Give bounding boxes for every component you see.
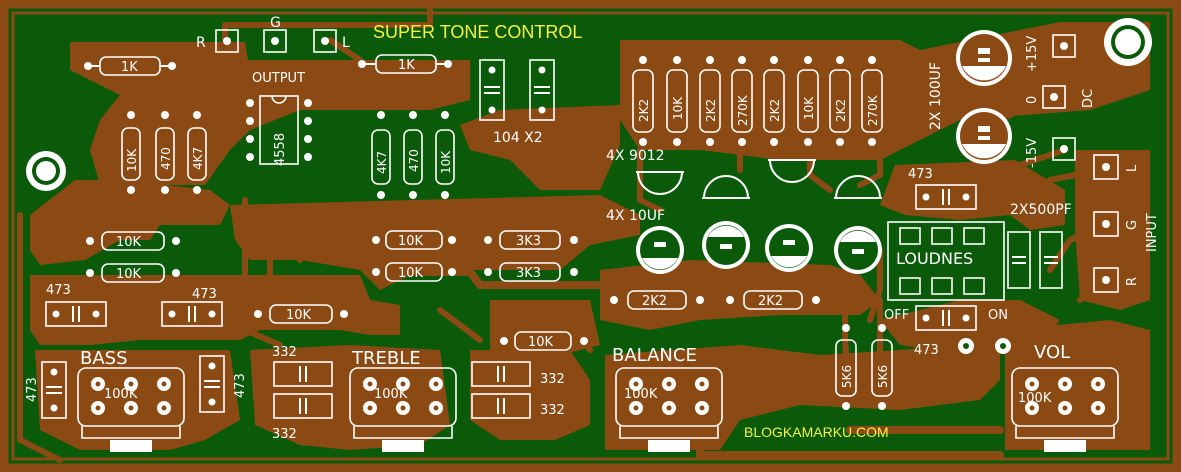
resistor-1k-right <box>358 54 452 74</box>
website-label: BLOGKAMARKU.COM <box>744 424 889 440</box>
label-c473-b: 473 <box>192 287 217 302</box>
label-r2k2-h1: 2K2 <box>642 294 667 309</box>
input-pads <box>1093 154 1119 293</box>
label-r4k7-a: 4K7 <box>191 147 205 170</box>
label-pot-treble: 100K <box>374 387 408 402</box>
label-r3k3-b: 3K3 <box>516 266 541 281</box>
label-r10k-d: 10K <box>802 96 816 120</box>
label-r1k-left: 1K <box>121 60 138 75</box>
label-balance: BALANCE <box>612 345 697 366</box>
label-r10k-h5: 10K <box>398 266 424 281</box>
resistors-left-vertical <box>121 111 207 194</box>
mounting-hole-left <box>26 151 66 191</box>
capacitors-332 <box>273 361 531 419</box>
label-off: OFF <box>884 308 909 323</box>
label-r470-a: 470 <box>159 147 173 170</box>
board-title: SUPER TONE CONTROL <box>373 22 582 42</box>
label-c10uf: 4X 10UF <box>606 208 665 224</box>
capacitors-104 <box>479 59 555 121</box>
label-ic: 4558 <box>273 133 288 166</box>
resistors-horizontal <box>86 230 820 351</box>
resistors-mid-vertical <box>371 111 455 199</box>
label-dc: DC <box>1081 89 1096 108</box>
label-bass: BASS <box>80 348 128 369</box>
label-pot-balance: 100K <box>624 387 658 402</box>
label-input: INPUT <box>1145 213 1160 252</box>
label-c473-d: 473 <box>233 373 248 398</box>
label-c500pf: 2X500PF <box>1010 202 1072 218</box>
resistor-1k-left <box>84 56 176 76</box>
label-c332-d: 332 <box>540 403 565 418</box>
label-c332-a: 332 <box>272 345 297 360</box>
label-r2k2-h2: 2K2 <box>758 294 783 309</box>
label-r10k-h3: 10K <box>286 308 312 323</box>
label-r10k-a: 10K <box>125 148 139 172</box>
label-r1k-right: 1K <box>398 58 415 73</box>
label-pot-vol: 100K <box>1018 391 1052 406</box>
label-vol: VOL <box>1034 342 1070 363</box>
resistors-5k6 <box>835 324 893 410</box>
label-cap104: 104 X2 <box>493 130 543 146</box>
label-on: ON <box>988 308 1008 323</box>
label-m15v: -15V <box>1025 138 1040 168</box>
label-r10k-b: 10K <box>439 150 453 174</box>
label-r2k7-a: 2K2 <box>704 99 718 122</box>
pot-treble <box>349 367 457 452</box>
output-pads <box>215 29 337 53</box>
label-c100uf: 2X 100UF <box>928 62 944 130</box>
label-c332-b: 332 <box>272 427 297 442</box>
pot-balance <box>615 367 723 452</box>
label-input-l: L <box>1125 164 1140 172</box>
label-r10k-c: 10K <box>671 96 685 120</box>
label-r10k-h2: 10K <box>116 267 142 282</box>
pot-bass <box>77 367 185 452</box>
label-q9012: 4X 9012 <box>606 148 665 164</box>
label-r10k-h6: 10K <box>528 335 554 350</box>
resistor-bank-right <box>632 56 883 146</box>
label-output-g: G <box>270 15 281 31</box>
label-p15v: +15V <box>1025 36 1040 72</box>
label-r2k2-a: 2K2 <box>637 99 651 122</box>
label-r5k6-a: 5K6 <box>840 365 854 388</box>
capacitors-100uf <box>956 30 1012 164</box>
label-c473-a: 473 <box>46 283 71 298</box>
label-input-g: G <box>1125 220 1140 230</box>
label-output: OUTPUT <box>252 71 305 86</box>
pot-vol <box>1011 367 1119 452</box>
label-c332-c: 332 <box>540 372 565 387</box>
mounting-hole-right <box>1104 18 1152 66</box>
capacitors-473 <box>41 184 977 419</box>
label-input-r: R <box>1125 277 1140 286</box>
label-c473-top: 473 <box>908 167 933 182</box>
label-output-l: L <box>342 35 350 51</box>
capacitors-10uf <box>636 221 882 274</box>
label-r270k-a: 270K <box>736 94 750 126</box>
power-pads <box>1042 34 1076 161</box>
label-r2k7-b: 2K2 <box>834 99 848 122</box>
label-r2k2-b: 2K2 <box>768 99 782 122</box>
label-r470-b: 470 <box>407 149 421 172</box>
label-loudnes: LOUDNES <box>896 249 973 268</box>
loudness-switch <box>887 221 1011 354</box>
label-r270k-b: 270K <box>866 94 880 126</box>
label-r10k-h4: 10K <box>398 234 424 249</box>
ic-4558 <box>246 95 312 165</box>
label-treble: TREBLE <box>351 348 421 369</box>
label-c473-c: 473 <box>25 377 40 402</box>
label-output-r: R <box>196 35 206 51</box>
transistors-9012 <box>636 159 882 199</box>
label-r5k6-b: 5K6 <box>876 365 890 388</box>
label-r3k3-a: 3K3 <box>516 234 541 249</box>
label-zero: 0 <box>1025 96 1040 104</box>
label-c473-loud: 473 <box>914 343 939 358</box>
label-r4k7-b: 4K7 <box>375 151 389 174</box>
label-r10k-h1: 10K <box>116 235 142 250</box>
label-pot-bass: 100K <box>104 387 138 402</box>
capacitors-500pf <box>1007 231 1063 289</box>
